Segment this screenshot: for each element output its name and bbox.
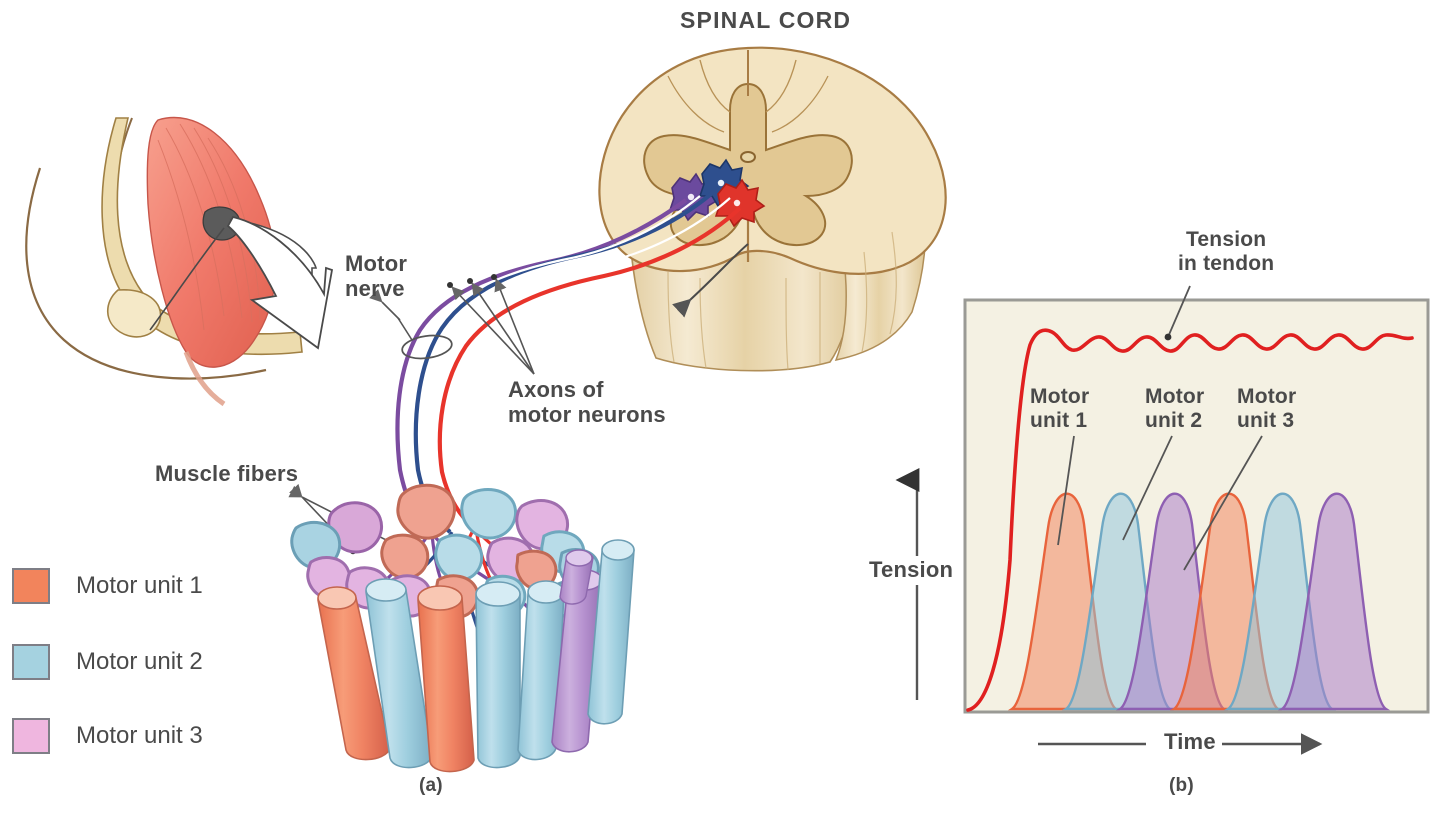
- panel-b-caption: (b): [1169, 775, 1194, 796]
- legend-item-motor-unit-2: Motor unit 2: [12, 644, 203, 680]
- legend-item-motor-unit-1: Motor unit 1: [12, 568, 203, 604]
- legend-label-motor-unit-3: Motor unit 3: [76, 722, 203, 749]
- spinal-cord-illustration: [598, 46, 947, 372]
- spinal-cord-title: SPINAL CORD: [680, 7, 852, 33]
- legend-label-motor-unit-2: Motor unit 2: [76, 648, 203, 675]
- motor-nerve-axons: [395, 186, 742, 534]
- legend-swatch-motor-unit-2: [12, 644, 50, 680]
- axons-of-motor-neurons-label: Axons of motor neurons: [508, 377, 666, 427]
- motor-unit-1-callout: Motor unit 1: [1030, 385, 1090, 432]
- tension-axis-label: Tension: [866, 556, 957, 585]
- tension-in-tendon-label: Tension in tendon: [1178, 228, 1275, 275]
- mu3-leader-line: [1183, 435, 1263, 571]
- muscle-fibers-label: Muscle fibers: [155, 461, 299, 486]
- legend-swatch-motor-unit-3: [12, 718, 50, 754]
- muscle-fiber-bundle: [290, 483, 635, 773]
- twitch-curves: [1007, 492, 1391, 711]
- mu2-leader-line: [1122, 435, 1173, 541]
- arm-inset-illustration: [25, 116, 334, 407]
- panel-a-caption: (a): [419, 775, 443, 796]
- legend-swatch-motor-unit-1: [12, 568, 50, 604]
- legend-item-motor-unit-3: Motor unit 3: [12, 718, 203, 754]
- time-axis-label: Time: [1158, 729, 1222, 755]
- muscle-fiber-cylinders: [317, 539, 635, 773]
- axons-leader-lines: [447, 274, 535, 375]
- tension-chart-panel: [895, 285, 1430, 755]
- mu1-leader-line: [1057, 435, 1075, 546]
- motor-unit-2-callout: Motor unit 2: [1145, 385, 1205, 432]
- motor-unit-3-callout: Motor unit 3: [1237, 385, 1297, 432]
- tension-in-tendon-curve: [966, 328, 1414, 712]
- motor-nerve-label: Motor nerve: [345, 251, 408, 301]
- motor-nerve-bracket: [368, 288, 453, 360]
- legend-label-motor-unit-1: Motor unit 1: [76, 572, 203, 599]
